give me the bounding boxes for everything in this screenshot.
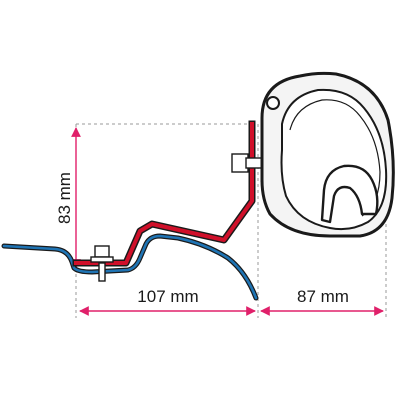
dimension-width-right-label: 87 mm <box>297 287 349 306</box>
dimension-lines <box>71 127 384 316</box>
dimension-height-label: 83 mm <box>55 172 74 224</box>
roof-profile <box>1 233 259 301</box>
bolt-lower-washer <box>90 256 114 263</box>
adapter-bracket <box>72 120 256 267</box>
bolt-lower-shaft <box>98 262 106 282</box>
housing-hook <box>320 164 379 224</box>
bolt-lower-head <box>94 245 110 258</box>
awning-housing <box>260 71 395 238</box>
housing-screw <box>266 96 280 110</box>
dimension-width-left-label: 107 mm <box>137 287 198 306</box>
housing-inner-edge <box>289 99 381 217</box>
bolt-lower <box>90 245 114 282</box>
